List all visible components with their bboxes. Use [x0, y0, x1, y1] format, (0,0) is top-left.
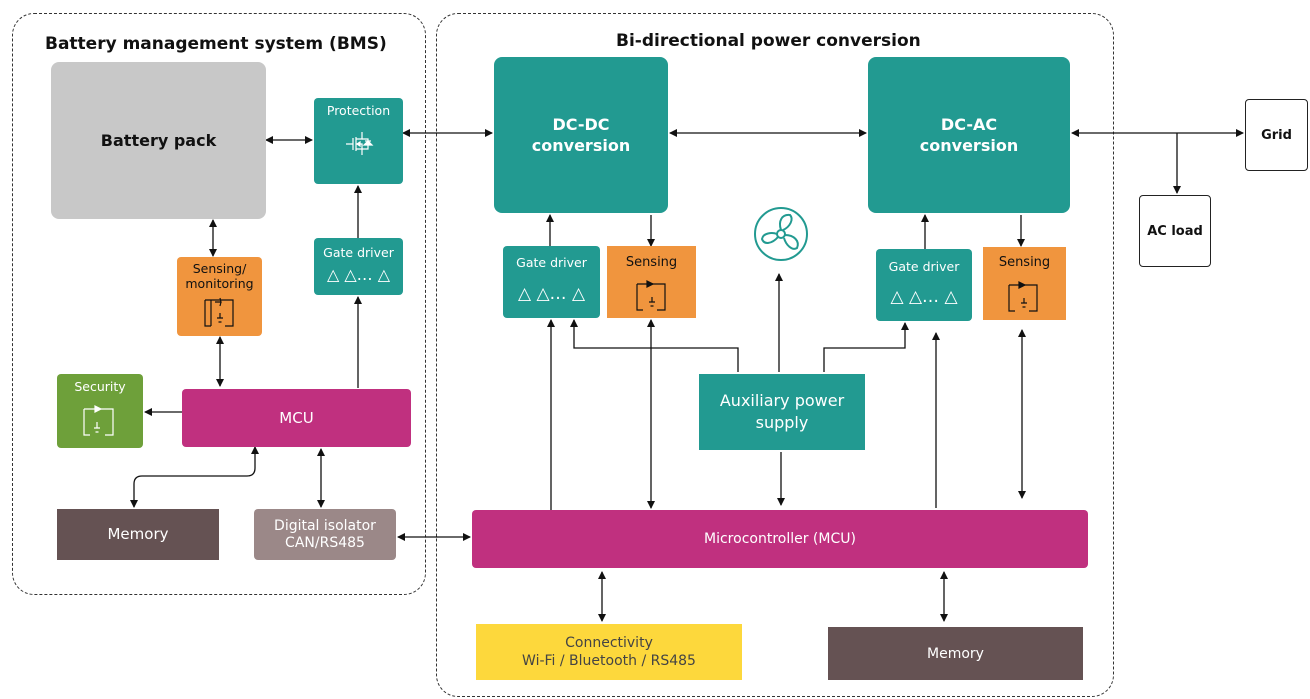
power-group-title: Bi-directional power conversion	[616, 31, 921, 51]
mcu-bms-label: MCU	[279, 408, 314, 427]
wire-aux-gatedriver-dcdc	[570, 319, 739, 372]
connectivity-label: Connectivity Wi-Fi / Bluetooth / RS485	[522, 635, 696, 669]
power-conversion-group	[436, 13, 1114, 697]
ac-load-block: AC load	[1139, 195, 1211, 267]
dcac-conversion-label: DC-AC conversion	[919, 115, 1019, 155]
mcu-main-label: Microcontroller (MCU)	[704, 531, 856, 547]
security-chip-icon	[83, 405, 114, 436]
gate-driver-dcdc-block: Gate driver △ △… △	[503, 246, 600, 318]
sensing-dcdc-label: Sensing	[625, 255, 678, 270]
sensing-monitoring-block: Sensing/ monitoring	[177, 257, 262, 336]
memory-main-label: Memory	[927, 645, 984, 662]
sensing-dcac-label: Sensing	[998, 255, 1051, 270]
gate-driver-dcac-block: Gate driver △ △… △	[876, 249, 972, 321]
aux-power-supply-block: Auxiliary power supply	[699, 374, 865, 450]
memory-bms-block: Memory	[57, 509, 219, 560]
mcu-bms-block: MCU	[182, 389, 411, 447]
protection-block: Protection	[314, 98, 403, 184]
sensing-dcdc-block: Sensing	[607, 246, 696, 318]
gate-driver-dcdc-label: Gate driver	[516, 255, 587, 270]
bms-group-title: Battery management system (BMS)	[45, 34, 387, 54]
digital-isolator-block: Digital isolator CAN/RS485	[254, 509, 396, 560]
memory-main-block: Memory	[828, 627, 1083, 680]
fan-icon	[754, 207, 808, 261]
security-label: Security	[74, 379, 126, 394]
aux-power-supply-label: Auxiliary power supply	[719, 391, 845, 432]
gate-driver-bms-triangles: △ △… △	[326, 265, 391, 284]
gate-driver-bms-label: Gate driver	[323, 245, 394, 260]
wire-aux-gatedriver-dcac	[823, 322, 909, 372]
sensor-icon	[1008, 281, 1038, 312]
battery-pack-block: Battery pack	[51, 62, 266, 219]
grid-block: Grid	[1245, 99, 1308, 171]
ac-load-label: AC load	[1147, 223, 1203, 239]
sensor-icon	[636, 280, 666, 311]
sensing-dcac-block: Sensing	[983, 247, 1066, 320]
gate-driver-dcdc-triangles: △ △… △	[517, 284, 586, 304]
protection-label: Protection	[326, 103, 391, 118]
wire-mcu-memory	[130, 446, 259, 508]
security-block: Security	[57, 374, 143, 448]
grid-label: Grid	[1261, 127, 1292, 143]
gate-driver-bms-block: Gate driver △ △… △	[314, 238, 403, 295]
sensing-monitoring-label: Sensing/ monitoring	[185, 261, 254, 291]
dcdc-conversion-block: DC-DC conversion	[494, 57, 668, 213]
mosfet-icon	[346, 132, 374, 155]
dcac-conversion-block: DC-AC conversion	[868, 57, 1070, 213]
battery-pack-label: Battery pack	[100, 131, 217, 150]
dcdc-conversion-label: DC-DC conversion	[531, 115, 631, 155]
digital-isolator-label: Digital isolator CAN/RS485	[274, 517, 376, 551]
gate-driver-dcac-triangles: △ △… △	[890, 287, 958, 307]
sensor-icon	[204, 297, 234, 327]
gate-driver-dcac-label: Gate driver	[888, 259, 960, 274]
mcu-main-block: Microcontroller (MCU)	[472, 510, 1088, 568]
memory-bms-label: Memory	[107, 525, 169, 543]
connectivity-block: Connectivity Wi-Fi / Bluetooth / RS485	[476, 624, 742, 680]
bms-group	[12, 13, 426, 595]
